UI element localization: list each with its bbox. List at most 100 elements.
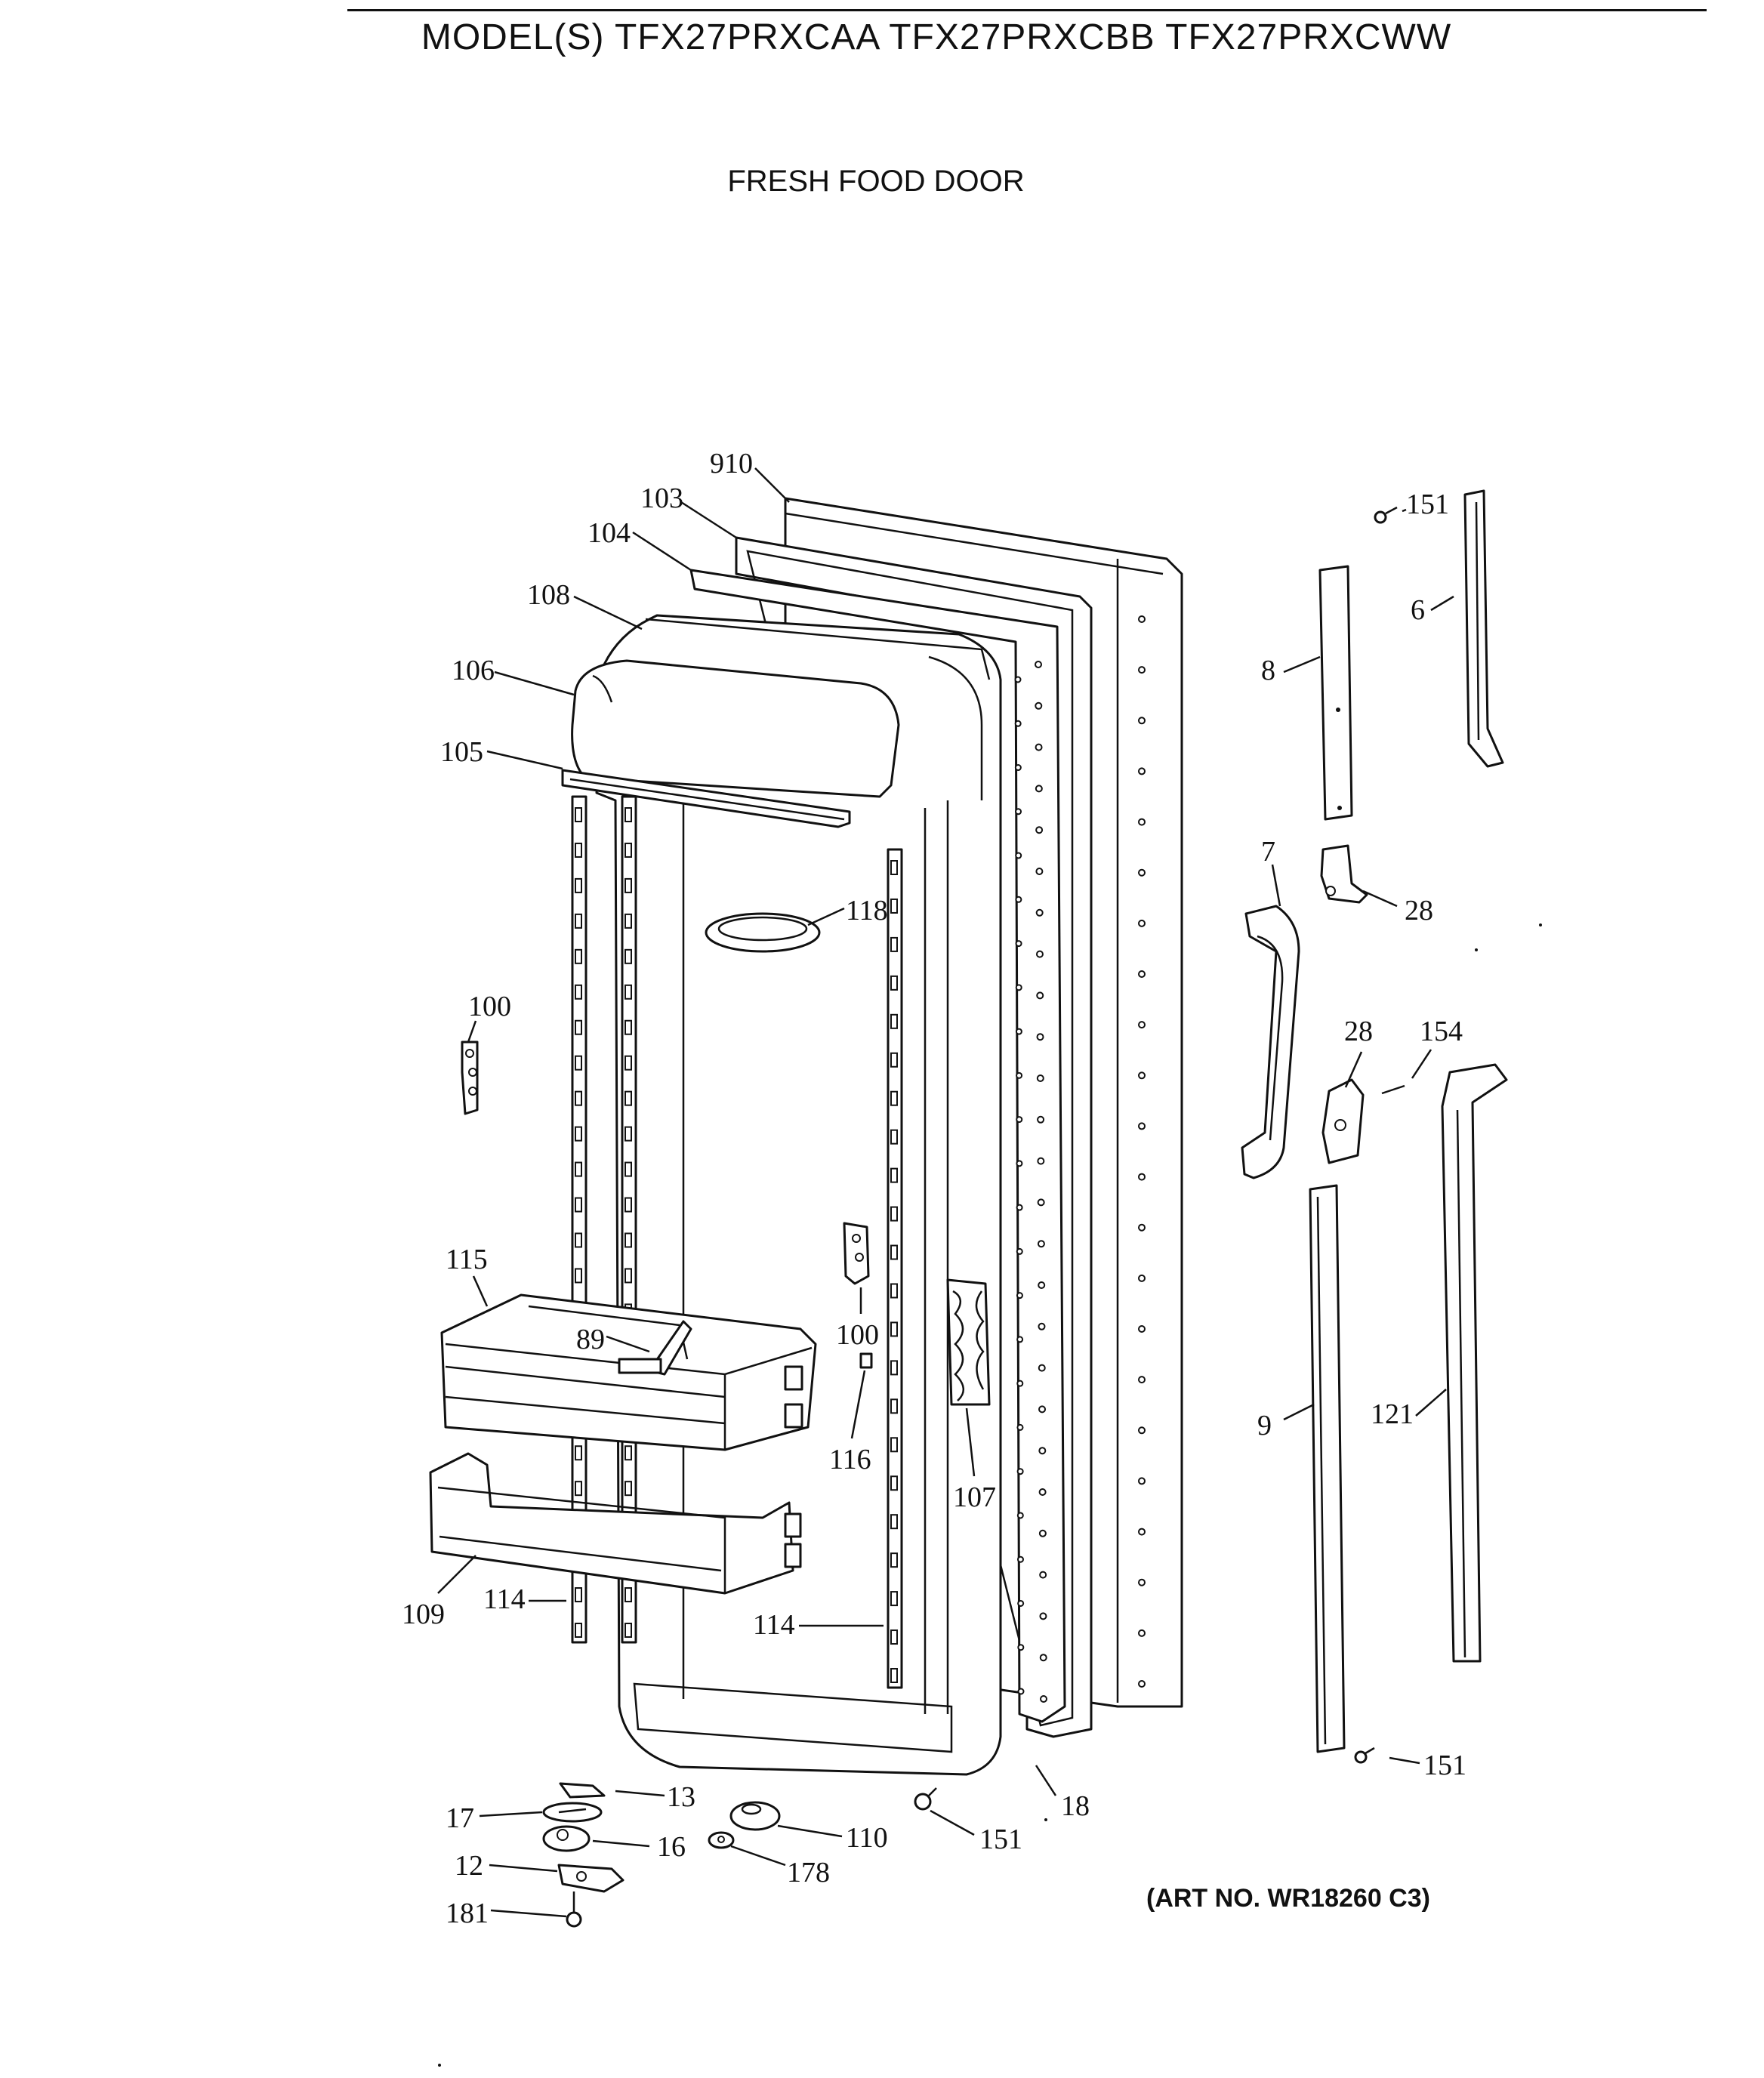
rail-slot xyxy=(890,1244,898,1260)
screw-hole xyxy=(1015,1028,1022,1035)
rail-slot xyxy=(624,877,632,893)
rail-slot xyxy=(624,1481,632,1497)
rail-slot xyxy=(624,1197,632,1213)
screw-hole xyxy=(1016,1423,1024,1431)
rail-slot xyxy=(890,1437,898,1453)
callout-114-right: 114 xyxy=(753,1609,795,1641)
screw-hole xyxy=(1138,615,1146,623)
screw-hole xyxy=(1138,1223,1146,1232)
art-number: (ART NO. WR18260 C3) xyxy=(1146,1884,1430,1913)
side-screws xyxy=(1354,506,1398,1764)
rail-slot xyxy=(575,1055,582,1071)
screw-hole xyxy=(1038,1488,1047,1496)
model-title: MODEL(S) TFX27PRXCAA TFX27PRXCBB TFX27PR… xyxy=(421,17,1452,57)
callout-89: 89 xyxy=(576,1324,605,1355)
screw-hole xyxy=(1016,1555,1024,1563)
rail-slot xyxy=(890,860,898,875)
rail-slot xyxy=(890,1552,898,1568)
callout-28-upper: 28 xyxy=(1405,895,1433,926)
rail-slot xyxy=(624,1055,632,1071)
screw-hole xyxy=(1016,1160,1023,1167)
callout-12: 12 xyxy=(455,1850,483,1882)
screw-hole xyxy=(1039,1612,1047,1620)
rail-slot xyxy=(624,1623,632,1638)
callout-114-left: 114 xyxy=(483,1583,526,1615)
rail-slot xyxy=(890,1591,898,1607)
rail-slot xyxy=(575,1197,582,1213)
lower-handle-trim xyxy=(1309,1184,1346,1753)
screw-hole xyxy=(1138,919,1146,927)
rail-slot xyxy=(575,1019,582,1035)
loose-dots xyxy=(438,923,1542,2067)
insulation-strip xyxy=(946,1278,991,1406)
screw-hole xyxy=(1138,666,1146,674)
dairy-compartment-cover xyxy=(561,659,900,828)
rail-slot xyxy=(624,1445,632,1461)
callout-121: 121 xyxy=(1371,1398,1414,1430)
screw-hole xyxy=(1014,720,1022,727)
screw-hole xyxy=(1138,1680,1146,1688)
screw-hole xyxy=(1038,1405,1047,1414)
rail-slot xyxy=(575,877,582,893)
screw-hole xyxy=(1138,868,1146,877)
rail-slot xyxy=(575,1126,582,1142)
rail-slot xyxy=(890,1167,898,1183)
callout-13: 13 xyxy=(667,1781,695,1813)
upper-handle-trim xyxy=(1318,565,1353,821)
screw-hole xyxy=(1036,991,1044,1000)
callout-105: 105 xyxy=(440,736,483,768)
callout-106: 106 xyxy=(452,655,495,686)
rail-slot xyxy=(575,807,582,822)
callout-100-center: 100 xyxy=(836,1319,879,1351)
callout-7: 7 xyxy=(1261,836,1275,868)
rail-slot xyxy=(890,1129,898,1145)
rail-slot xyxy=(575,1445,582,1461)
rail-slot xyxy=(624,948,632,964)
screw-hole xyxy=(1016,1292,1023,1300)
callout-118: 118 xyxy=(846,895,888,926)
screw-hole xyxy=(1138,767,1146,775)
bottom-hinge-parts xyxy=(542,1782,624,1928)
screw-hole xyxy=(1035,826,1044,834)
rail-slot xyxy=(575,1161,582,1177)
screw-hole xyxy=(1038,1364,1046,1372)
screw-hole xyxy=(1035,743,1043,751)
header-rule xyxy=(347,9,1707,11)
screw-hole xyxy=(1038,1322,1046,1330)
callout-910: 910 xyxy=(710,448,753,479)
screw-hole xyxy=(1138,818,1146,826)
rail-slot xyxy=(890,1052,898,1068)
callout-104: 104 xyxy=(587,517,631,549)
screw-hole xyxy=(1037,1115,1045,1124)
shelf-bracket-left xyxy=(461,1041,479,1115)
screw-hole xyxy=(1017,1644,1025,1651)
rail-slot xyxy=(575,1232,582,1248)
callout-18: 18 xyxy=(1061,1790,1090,1822)
oval-door-cover xyxy=(705,912,821,953)
rail-slot xyxy=(575,1090,582,1106)
screw-hole xyxy=(1015,808,1022,815)
screw-hole xyxy=(1038,1447,1047,1455)
callout-110: 110 xyxy=(846,1822,888,1854)
screw-hole xyxy=(1036,1074,1044,1082)
rail-slot xyxy=(624,807,632,822)
callout-178: 178 xyxy=(787,1857,830,1888)
screw-hole xyxy=(1038,1529,1047,1537)
rail-slot xyxy=(890,1514,898,1530)
screw-hole xyxy=(1138,717,1146,725)
retainer-clip xyxy=(859,1352,873,1369)
screw-hole xyxy=(1016,1468,1024,1475)
rail-slot xyxy=(575,913,582,929)
callout-116: 116 xyxy=(829,1444,871,1475)
rail-slot xyxy=(624,1161,632,1177)
screw-hole xyxy=(1017,1599,1025,1607)
screw-hole xyxy=(1138,1325,1146,1333)
screw-hole xyxy=(1038,1281,1046,1289)
screw-hole xyxy=(1015,940,1022,948)
screw-hole xyxy=(1138,1426,1146,1435)
screw-hole xyxy=(1138,1477,1146,1485)
rail-slot xyxy=(575,1268,582,1284)
rail-slot xyxy=(575,1623,582,1638)
screw-hole xyxy=(1037,1240,1045,1248)
